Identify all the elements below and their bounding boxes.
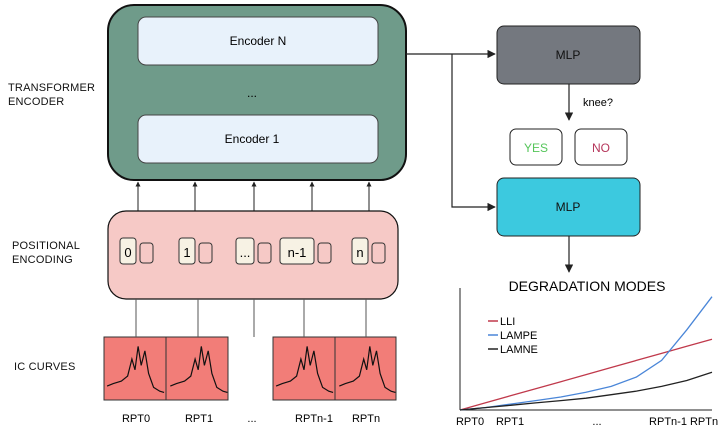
position-token-box [235, 237, 255, 265]
ic-curve-panels [103, 336, 397, 401]
chart-x-tick-label: RPTn-1 [649, 416, 687, 428]
transformer-label-line1: TRANSFORMER [8, 82, 96, 94]
ic-curve-line [275, 346, 334, 393]
position-token-box [279, 237, 315, 265]
rpt-label: RPT1 [185, 413, 213, 425]
rpt-label: RPTn-1 [295, 413, 333, 425]
position-token-label: 1 [183, 245, 190, 260]
no-label: NO [592, 141, 610, 155]
embedding-box [198, 242, 213, 264]
rpt-label: RPT0 [122, 413, 150, 425]
no-box [574, 128, 628, 166]
ic-curves-label: IC CURVES [14, 361, 76, 373]
ic-curve-line [106, 346, 165, 393]
legend-label: LLI [500, 316, 515, 328]
position-token-label: n-1 [288, 245, 307, 260]
embedding-box [371, 242, 386, 264]
mlp-bottom-label: MLP [556, 200, 581, 214]
position-token-box [178, 237, 196, 265]
chart-x-tick-label: ... [592, 416, 601, 428]
chart-x-tick-label: RPT0 [456, 416, 484, 428]
mlp-top-label: MLP [556, 48, 581, 62]
rpt-label: ... [247, 413, 256, 425]
position-token-label: n [356, 245, 363, 260]
embedding-box [257, 242, 272, 264]
ic-to-positional-lines [135, 299, 367, 337]
ic-curve-panel [334, 336, 397, 401]
encoder-n-block [137, 16, 379, 66]
ic-curve-line [339, 346, 396, 393]
legend-label: LAMPE [500, 330, 537, 342]
embedding-box [317, 242, 332, 264]
ic-curve-line [170, 346, 228, 393]
yes-label: YES [524, 141, 548, 155]
legend-label: LAMNE [500, 344, 538, 356]
transformer-label-line2: ENCODER [8, 96, 65, 108]
chart-x-tick-label: RPT1 [496, 416, 524, 428]
positional-label-line2: ENCODING [12, 254, 73, 266]
encoder-1-label: Encoder 1 [225, 132, 280, 146]
series-line-lli [459, 338, 713, 411]
rpt-label: RPTn [352, 413, 380, 425]
positional-tokens: 0 1... n-1 n [119, 237, 386, 265]
encoder-n-label: Encoder N [230, 34, 287, 48]
series-line-lamne [459, 371, 713, 411]
position-token-box [351, 237, 369, 265]
knee-question: knee? [583, 97, 613, 109]
encoder-ellipsis: ... [247, 86, 257, 100]
encoder-1-block [137, 114, 379, 164]
series-line-lampe [459, 296, 713, 411]
chart-x-tick-label: RPTn [690, 416, 718, 428]
embedding-box [139, 242, 154, 264]
position-token-label: 0 [124, 245, 131, 260]
encoder-to-mlp-bottom-arrow [451, 54, 496, 212]
degradation-title: DEGRADATION MODES [509, 278, 666, 294]
rpt-labels: RPT0 RPT1... RPTn-1 RPTn [122, 413, 380, 425]
position-token-box [119, 237, 137, 265]
ic-curve-panel [165, 336, 229, 401]
positional-label-line1: POSITIONAL [12, 240, 81, 252]
yes-box [509, 128, 563, 166]
position-token-label: ... [240, 245, 251, 260]
